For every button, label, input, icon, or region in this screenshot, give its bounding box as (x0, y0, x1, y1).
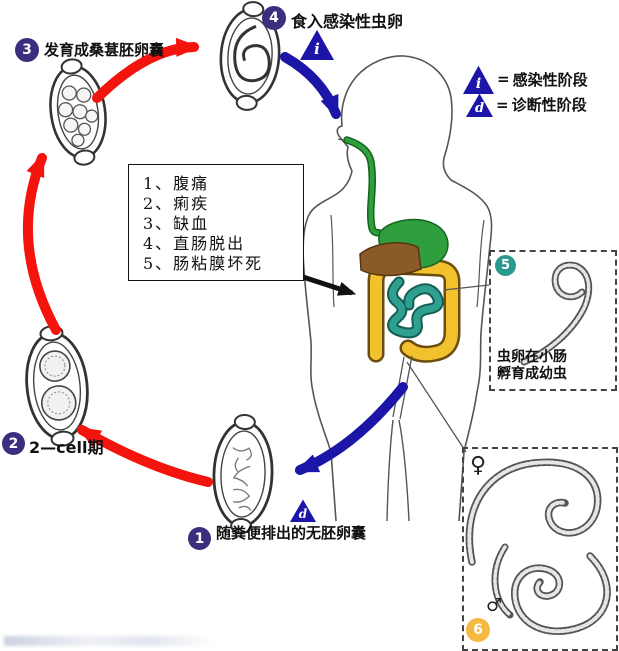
adults-inset-box (462, 447, 618, 651)
larva-caption-line1: 虫卵在小肠 (497, 349, 567, 365)
larva-drawing (520, 261, 593, 366)
step-5-badge: 5 (495, 255, 516, 276)
male-symbol: ♂ (486, 595, 503, 616)
red-cycle-arrows (22, 37, 213, 487)
egg-two-cell (25, 325, 89, 447)
symptom-box: 1、腹痛 2、痢疾 3、缺血 4、直肠脱出 5、肠粘膜坏死 (128, 164, 304, 281)
symptom-item: 4、直肠脱出 (143, 234, 246, 253)
step-3-badge: 3 (15, 38, 39, 62)
larva-caption-line2: 孵育成幼虫 (497, 366, 567, 382)
symptom-item: 3、缺血 (143, 214, 210, 233)
legend-equals: = (497, 70, 510, 88)
egg-morula (49, 58, 107, 166)
egg-larvated (219, 1, 281, 111)
arrow-egg3-to-egg4 (92, 37, 200, 103)
symptom-arrow (302, 274, 357, 296)
legend-diagnostic-icon: d (466, 93, 493, 117)
legend-row-diagnostic: d = 诊断性阶段 (466, 92, 587, 117)
step-3-label: 发育成桑葚胚卵囊 (44, 41, 165, 59)
step-4-badge: 4 (262, 6, 286, 30)
legend-infective-text: 感染性阶段 (512, 70, 588, 89)
egg-unembryonated (212, 414, 274, 534)
arrow-egg1-to-egg2 (76, 425, 213, 487)
step-1-badge: 1 (188, 527, 211, 550)
human-figure (302, 55, 493, 522)
large-intestine (367, 257, 461, 363)
symptom-item: 5、肠粘膜坏死 (143, 254, 264, 273)
legend-row-infective: i = 感染性阶段 (463, 64, 588, 94)
blue-arrows (280, 52, 408, 475)
arrow-egg2-to-egg3 (22, 152, 61, 335)
watermark-remnant (4, 636, 214, 646)
liver (359, 242, 422, 277)
step-1-label: 随粪便排出的无胚卵囊 (216, 524, 367, 542)
step-2-badge: 2 (2, 432, 25, 455)
connector-to-larva-inset (443, 284, 490, 291)
step-6-badge: 6 (466, 618, 490, 642)
legend-equals-2: = (496, 95, 509, 114)
legend-diagnostic-text: 诊断性阶段 (511, 96, 587, 114)
symptom-item: 2、痢疾 (143, 194, 210, 213)
symptom-item: 1、腹痛 (143, 174, 210, 193)
step-2-label: 2—cell期 (29, 438, 104, 457)
connector-to-adults-inset (406, 361, 467, 453)
arrow-excretion (294, 382, 408, 475)
legend-infective-icon: i (463, 65, 494, 94)
step-4-label: 食入感染性虫卵 (291, 12, 404, 31)
female-symbol: ♀ (470, 453, 487, 478)
larva-inset-box (489, 250, 617, 391)
arrow-ingestion (280, 52, 341, 120)
digestive-tract (343, 136, 461, 420)
adult-worms-drawing (465, 458, 611, 635)
